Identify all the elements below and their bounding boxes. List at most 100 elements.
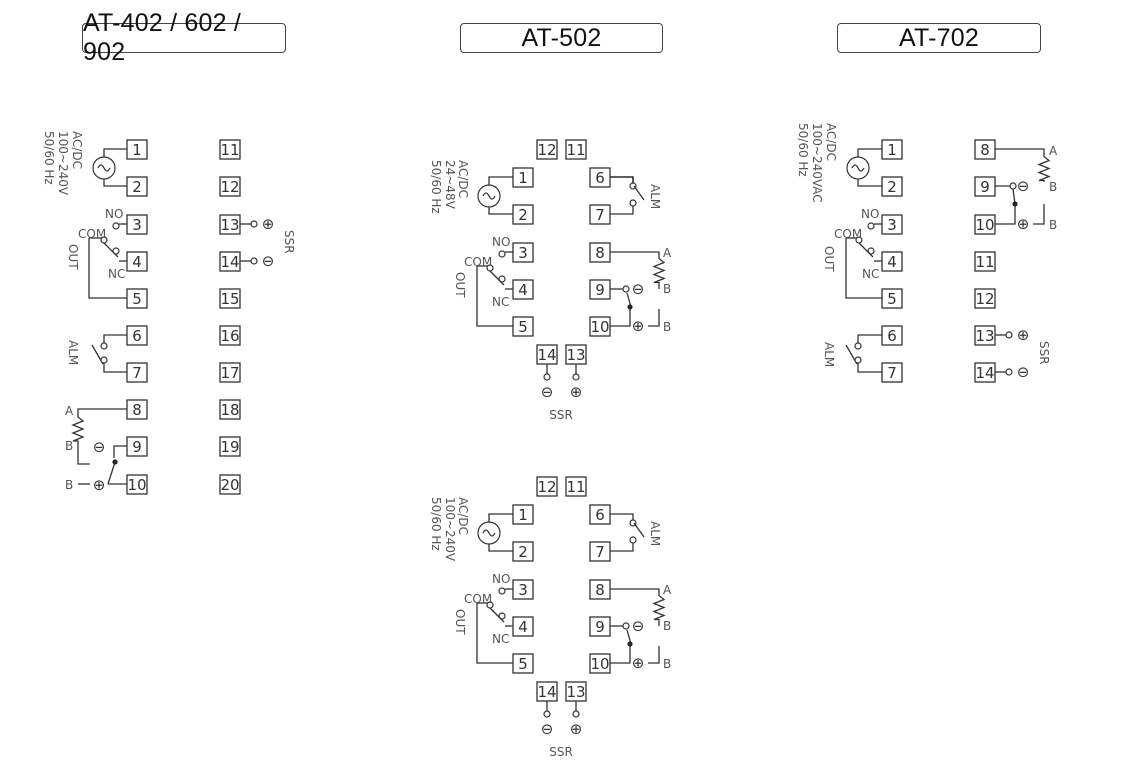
contact-node [100,342,108,350]
tc-plus-icon: ⊕ [1017,215,1030,233]
contact-node [622,285,630,293]
rtd-wire [1033,204,1045,225]
power-label-voltage: 100~240V [56,131,70,196]
terminal-11-box [565,139,587,160]
rtd-a-label: A [663,246,672,260]
out-label: OUT [453,609,467,635]
power-label-voltage: 24~48V [443,160,457,210]
relay-nc-label: NC [492,632,509,646]
alm-wire [857,363,882,373]
contact-node [250,220,258,228]
terminal-6-label: 6 [132,327,142,345]
tc-wire [610,307,631,327]
out-label: OUT [66,244,80,270]
alm-wire [610,176,634,183]
contact-node [622,622,630,630]
alm-wire [610,206,634,215]
rtd-a-label: A [1049,144,1058,158]
rtd-resistor-icon [1037,155,1051,182]
terminal-20-box [219,474,241,495]
terminal-16-box [219,325,241,346]
out-common-wire [476,266,513,327]
ssr-label-left: SSR [282,230,296,254]
terminal-7-label: 7 [595,543,605,561]
out-common-wire [88,238,127,299]
terminal-2-label: 2 [887,178,897,196]
relay-nc-label: NC [862,267,879,281]
power-label-voltage: 100~240V [443,497,457,562]
terminal-4-label: 4 [887,253,897,271]
terminal-14-label: 14 [975,364,994,382]
terminal-7-label: 7 [887,364,897,382]
relay-com-label: COM [464,255,492,269]
power-label-acdc: AC/DC [70,131,84,169]
terminal-1-label: 1 [132,141,142,159]
power-wire [488,207,513,215]
tc-wire [113,445,127,458]
terminal-5-label: 5 [518,318,528,336]
alm-label: ALM [648,184,662,209]
contact-node [486,264,494,272]
relay-com-label: COM [834,227,862,241]
alm-label: ALM [648,521,662,546]
ac-wave [482,192,496,200]
relay-contact-arm [633,185,645,201]
power-label-acdc: AC/DC [456,497,470,535]
contact-node [543,373,551,381]
relay-contact-arm [858,242,874,258]
terminal-4-label: 4 [518,281,528,299]
power-wire [857,148,882,157]
contact-node [498,250,506,258]
terminal-6-label: 6 [887,327,897,345]
rtd-wire [648,309,660,327]
terminal-12-box [974,288,996,309]
title-at502: AT-502 [460,23,663,53]
ac-wave [97,164,111,172]
out-common-wire [476,603,513,664]
terminal-8-label: 8 [595,581,605,599]
power-wire [103,148,127,157]
terminal-8-label: 8 [132,401,142,419]
terminal-12-label: 12 [537,141,556,159]
rtd-b2-label: B [65,478,73,492]
alm-wire [610,176,634,183]
terminal-4-label: 4 [518,618,528,636]
rtd-wire [648,646,660,664]
terminal-12-label: 12 [975,290,994,308]
contact-node [1005,368,1013,376]
rtd-wire [610,588,660,595]
terminal-19-label: 19 [220,438,239,456]
ac-wave [482,529,496,537]
terminal-14-label: 14 [537,346,556,364]
rtd-b-label: B [65,439,73,453]
power-label-frequency: 50/60 Hz [429,497,443,551]
terminal-5-label: 5 [887,290,897,308]
out-common-wire [845,238,882,299]
terminal-13-label: 13 [566,346,585,364]
ssr-plus-icon: ⊕ [570,720,583,738]
terminal-7-label: 7 [132,364,142,382]
contact-node [1009,182,1017,190]
terminal-14-label: 14 [537,683,556,701]
ssr-plus-icon: ⊕ [1017,326,1030,344]
power-wire [857,179,882,187]
ssr-minus-icon: ⊖ [1017,363,1030,381]
ssr-minus-icon: ⊖ [541,383,554,401]
rtd-b2-label: B [663,320,671,334]
terminal-15-label: 15 [220,290,239,308]
rtd-b-label: B [663,282,671,296]
alm-wire [857,334,882,343]
relay-com-label: COM [78,227,106,241]
terminal-3-label: 3 [887,216,897,234]
contact-node [100,236,108,244]
relay-contact-arm [489,607,505,623]
power-label-frequency: 50/60 Hz [42,131,56,185]
tc-minus-icon: ⊖ [1017,177,1030,195]
out-label: OUT [453,272,467,298]
tc-minus-icon: ⊖ [93,438,106,456]
rtd-b2-label: B [663,657,671,671]
contact-node [854,342,862,350]
terminal-2-label: 2 [518,543,528,561]
tc-wire [107,461,116,485]
terminal-12-box [219,176,241,197]
